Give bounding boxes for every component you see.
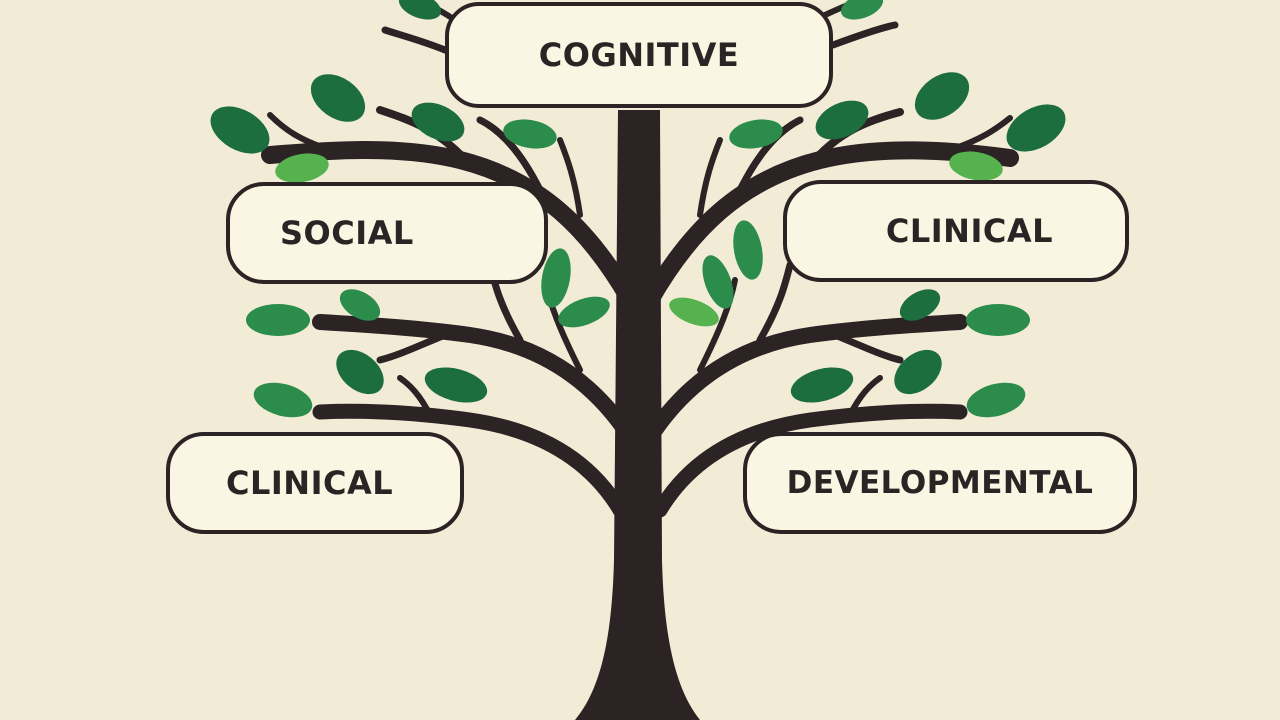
tree-trunk-and-branches [261,0,1019,720]
leaf [914,72,970,120]
twig-upper-left-3 [267,112,333,153]
leaf [899,289,941,321]
leaf [790,367,854,403]
twig-lower-right-1 [847,375,883,418]
leaf [339,289,381,321]
leaf [966,382,1026,418]
twig-lower-left-1 [397,375,433,418]
twig-middle-left-2 [376,329,454,364]
trunk [575,110,700,720]
leaf [210,106,270,154]
leaf [702,255,734,309]
twig-middle-right-1 [756,261,794,344]
leaf [1006,104,1066,152]
leaf [815,100,869,140]
branch-middle-right [647,314,968,438]
leaf [840,0,884,20]
twig-top-left [381,26,449,54]
twig-upper-left-4 [557,137,583,218]
twig-middle-right-3 [697,277,738,373]
twig-middle-right-2 [826,329,904,364]
leaf [733,220,763,280]
leaf [541,248,571,308]
twig-upper-right-4 [697,137,723,218]
leaf [398,0,442,20]
leaf [424,367,488,403]
twig-upper-left-2 [476,116,544,194]
leaf [966,304,1030,336]
leaves [210,0,1066,418]
branch-lower-right [652,403,968,518]
leaf [729,119,783,149]
leaf [253,382,313,418]
leaf [894,349,942,395]
social-label: SOCIAL [226,182,548,284]
twig-top-right [829,21,899,49]
leaf [949,151,1003,181]
leaf [669,297,719,327]
branch-middle-left [312,314,633,438]
clinical-left-label: CLINICAL [166,432,464,534]
clinical-right-label: CLINICAL [783,180,1129,282]
developmental-label: DEVELOPMENTAL [743,432,1137,534]
twig-upper-right-3 [947,115,1013,153]
leaf [246,304,310,336]
leaf [503,119,557,149]
leaf [310,74,366,122]
cognitive-label: COGNITIVE [445,2,833,108]
leaf [336,349,384,395]
leaf [558,296,610,328]
leaf [411,102,465,142]
branch-lower-left [312,403,628,518]
leaf [275,153,329,183]
